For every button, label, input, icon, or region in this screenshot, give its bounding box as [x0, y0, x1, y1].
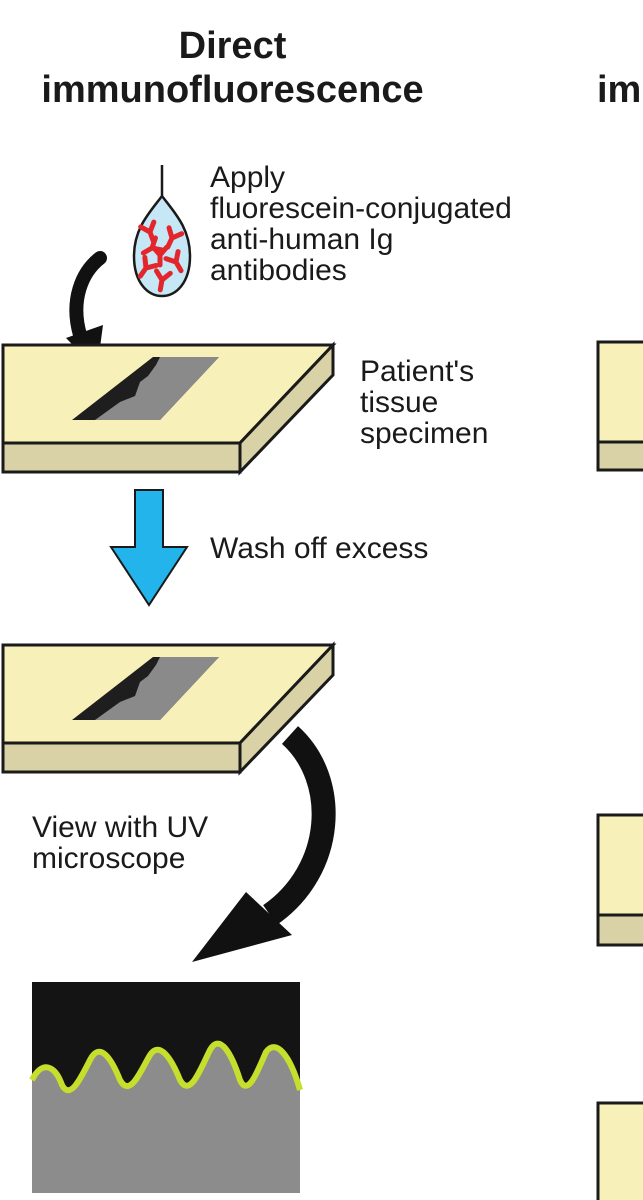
apply-antibody-label: Apply fluorescein-conjugated anti-human …: [210, 162, 512, 286]
down-arrow-icon: [109, 489, 189, 607]
next-panel-title-fragment: im: [597, 69, 642, 111]
specimen-line-1: Patient's: [360, 355, 475, 388]
apply-line-1: Apply: [210, 161, 286, 194]
wash-label: Wash off excess: [210, 532, 429, 565]
dropper-icon: [134, 165, 192, 298]
view-line-2: microscope: [32, 842, 186, 875]
specimen-label: Patient's tissue specimen: [360, 356, 488, 449]
title-line-1: Direct: [178, 25, 287, 67]
next-panel-slide-fragments: [596, 340, 643, 1200]
microscope-view: [29, 982, 303, 1193]
page-title: Direct immunofluorescence: [0, 24, 465, 112]
apply-line-3: anti-human Ig: [210, 223, 394, 256]
view-line-1: View with UV: [32, 811, 209, 844]
curved-arrow-icon: [192, 726, 336, 962]
specimen-line-3: specimen: [360, 417, 489, 450]
tissue-specimen-washed: [72, 657, 219, 720]
view-label: View with UV microscope: [32, 812, 208, 874]
specimen-line-2: tissue: [360, 386, 439, 419]
slide-1: [1, 341, 337, 476]
tissue-specimen: [72, 357, 219, 420]
slide-2: [1, 641, 337, 776]
apply-line-2: fluorescein-conjugated: [210, 192, 512, 225]
title-line-2: immunofluorescence: [41, 69, 424, 111]
apply-line-4: antibodies: [210, 254, 347, 287]
